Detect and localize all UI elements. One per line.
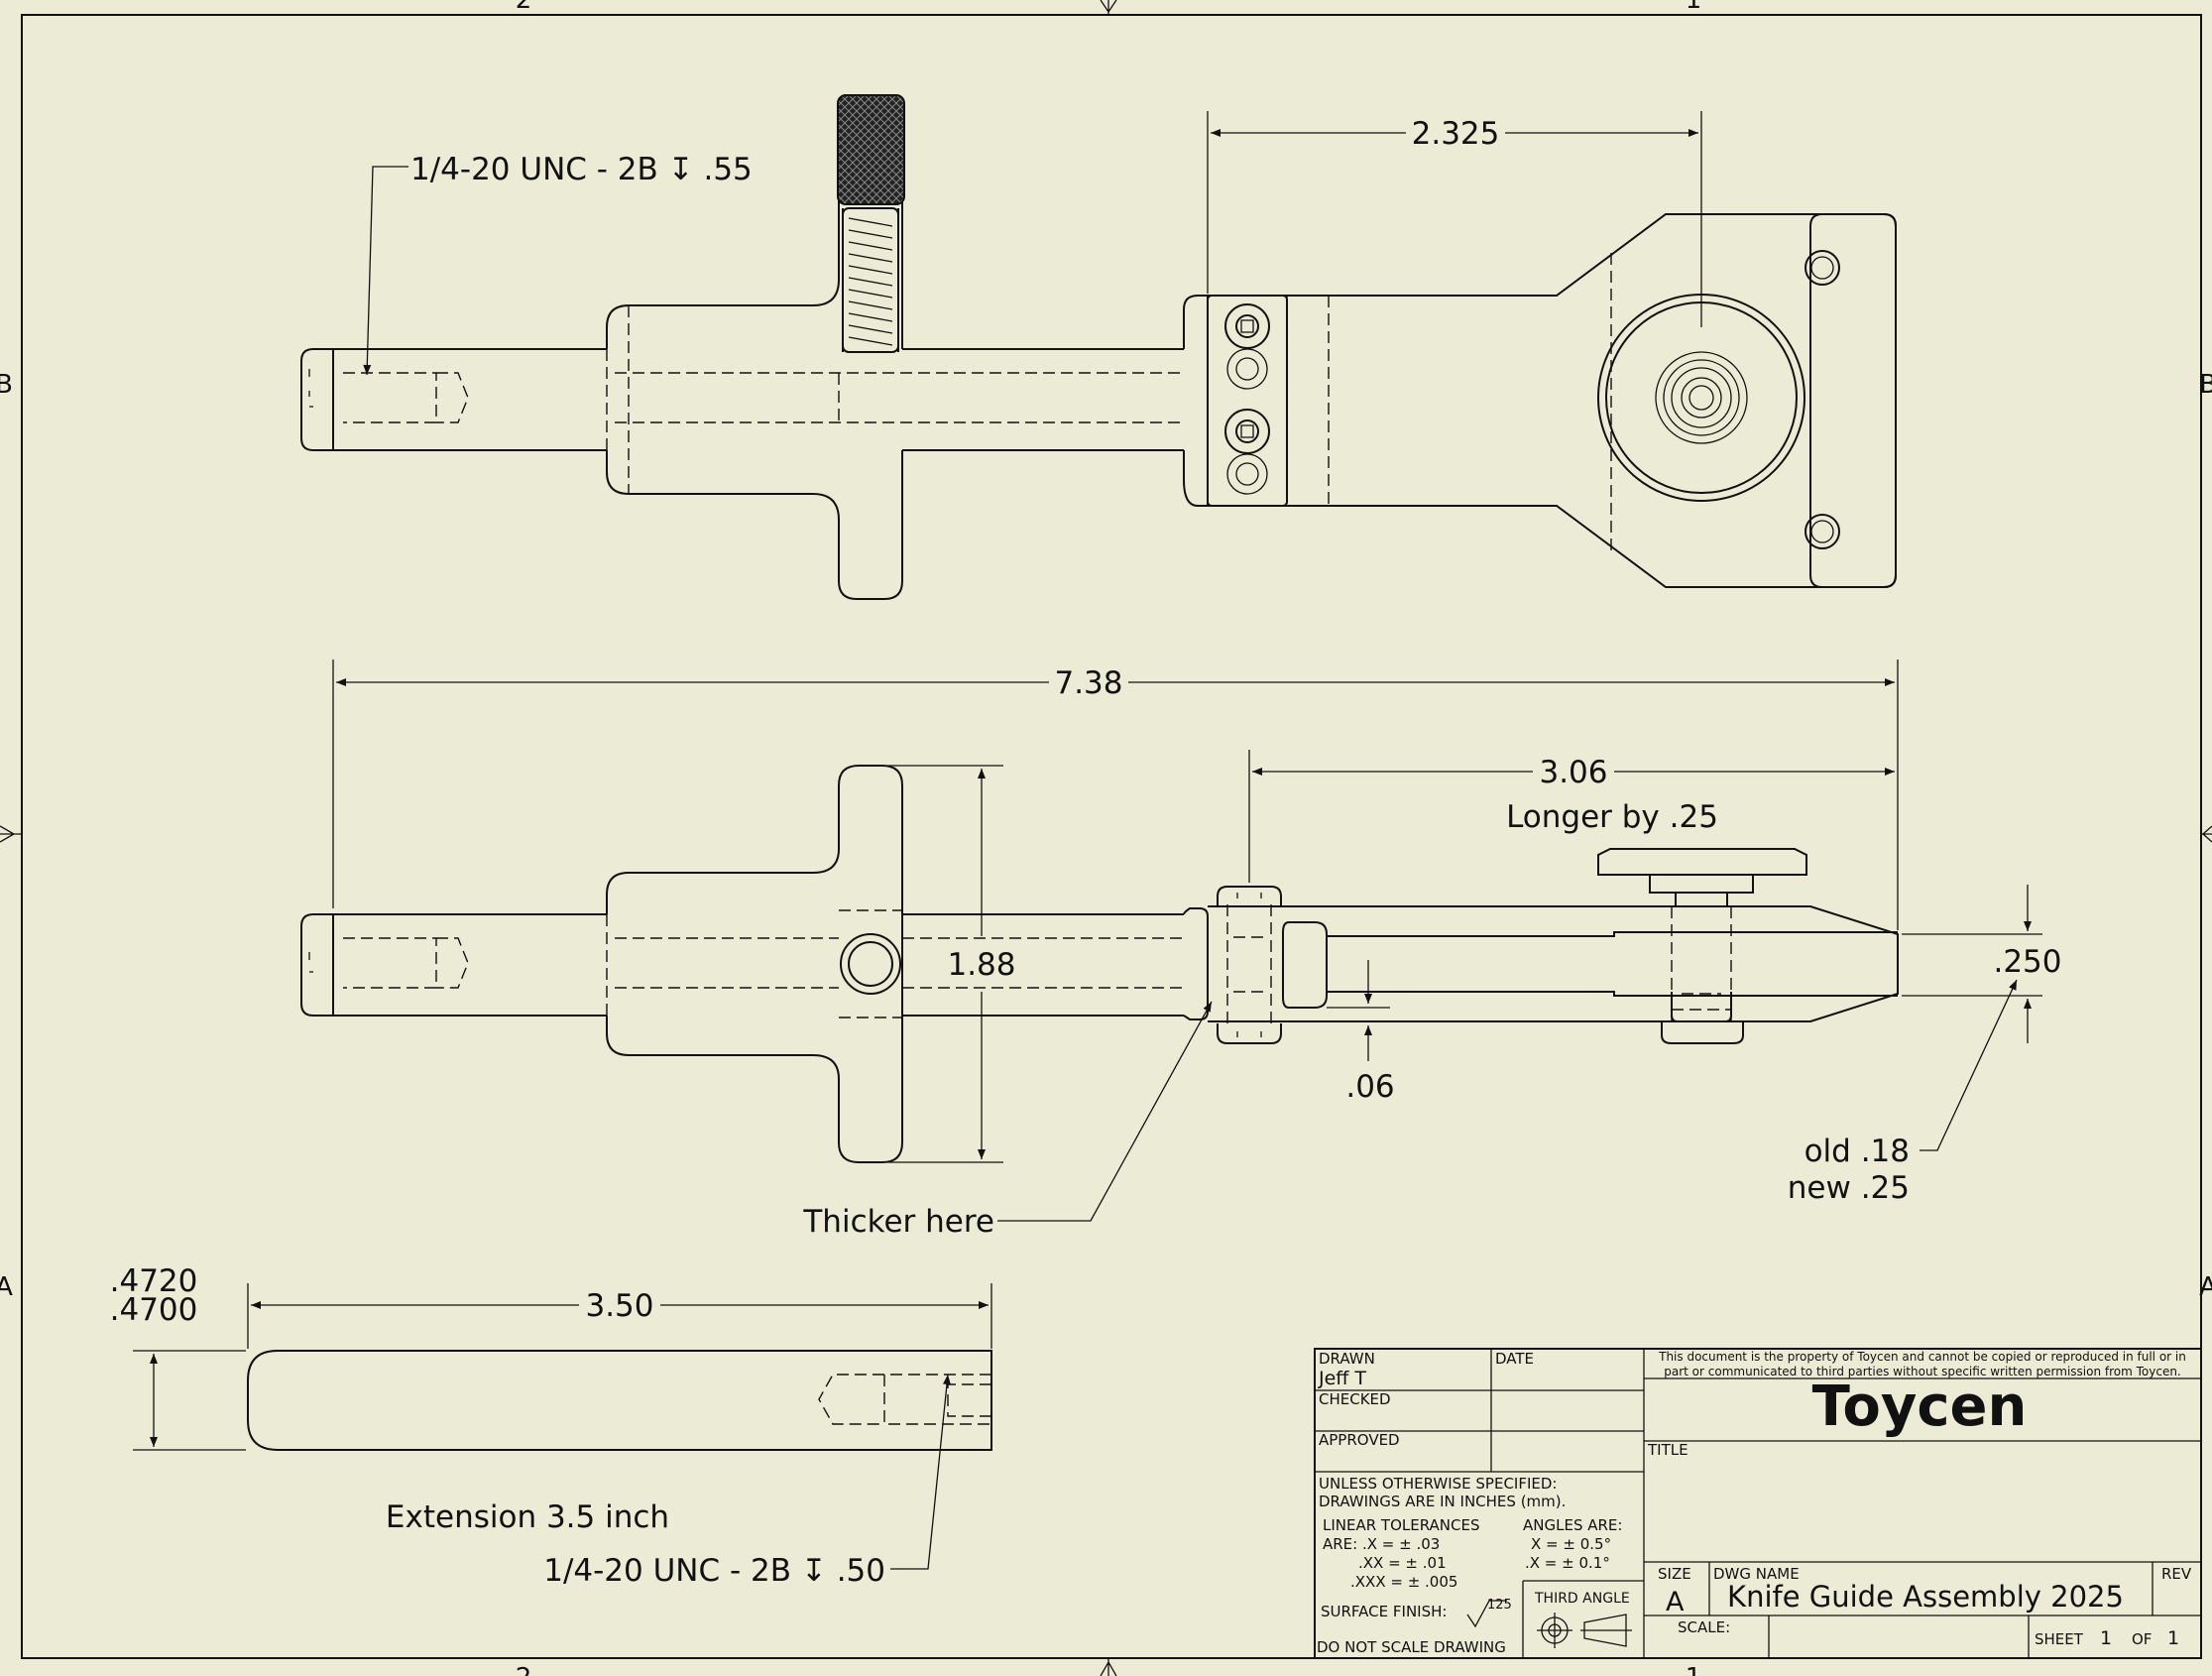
thread-note-bottom: 1/4-20 UNC - 2B ↧ .50 xyxy=(543,1374,951,1589)
dim-250-label: .250 xyxy=(1993,944,2061,980)
front-view xyxy=(300,765,1899,1163)
thread-note-bottom-label: 1/4-20 UNC - 2B ↧ .50 xyxy=(543,1553,885,1589)
zone-left-a: A xyxy=(0,1272,13,1302)
extension-label: Extension 3.5 inch xyxy=(386,1499,669,1535)
date-label: DATE xyxy=(1495,1350,1534,1368)
linear-tol-2: .XX = ± .01 xyxy=(1358,1554,1447,1572)
dim-06-label: .06 xyxy=(1345,1069,1394,1105)
angle-tol-1: X = ± 0.5° xyxy=(1531,1535,1611,1553)
old-new-note: old .18 new .25 xyxy=(1788,979,2018,1206)
sheet-label: SHEET xyxy=(2035,1630,2084,1648)
third-angle-label: THIRD ANGLE xyxy=(1534,1591,1630,1607)
dim-2325-label: 2.325 xyxy=(1412,116,1500,152)
dim-306: 3.06 Longer by .25 xyxy=(1248,750,1895,883)
no-scale-label: DO NOT SCALE DRAWING xyxy=(1317,1638,1506,1656)
zone-bottom-1: 1 xyxy=(1686,1663,1702,1676)
spec-line-1: UNLESS OTHERWISE SPECIFIED: xyxy=(1319,1475,1557,1493)
third-angle-projection-icon xyxy=(1537,1613,1632,1648)
linear-tol-3: .XXX = ± .005 xyxy=(1350,1573,1457,1591)
zone-right-a: A xyxy=(2199,1272,2212,1302)
company-name: Toycen xyxy=(1812,1375,2028,1439)
dim-diameter: .4720 .4700 xyxy=(110,1263,246,1451)
surface-finish-label: SURFACE FINISH: xyxy=(1321,1603,1447,1620)
dwg-name-label: DWG NAME xyxy=(1713,1565,1800,1583)
sheet-number: 1 xyxy=(2100,1627,2112,1649)
scale-label: SCALE: xyxy=(1678,1618,1730,1636)
thread-note-top: 1/4-20 UNC - 2B ↧ .55 xyxy=(363,152,753,376)
thicker-note-label: Thicker here xyxy=(802,1204,994,1240)
size-value: A xyxy=(1666,1587,1685,1617)
property-line-1: This document is the property of Toycen … xyxy=(1658,1350,2186,1364)
zone-top-1: 1 xyxy=(1686,0,1702,15)
new-note-label: new .25 xyxy=(1788,1170,1910,1206)
angle-tol-2: .X = ± 0.1° xyxy=(1525,1554,1610,1572)
drawn-by: Jeff T xyxy=(1318,1368,1366,1389)
linear-tol-1: ARE: .X = ± .03 xyxy=(1323,1535,1440,1553)
longer-note: Longer by .25 xyxy=(1506,799,1718,835)
knurled-knob xyxy=(837,94,905,205)
spec-line-2: DRAWINGS ARE IN INCHES (mm). xyxy=(1319,1493,1566,1510)
property-line-2: part or communicated to third parties wi… xyxy=(1664,1365,2181,1378)
sheet-border xyxy=(21,14,2202,1659)
dim-350-label: 3.50 xyxy=(585,1288,653,1324)
angle-tol-label: ANGLES ARE: xyxy=(1523,1516,1622,1534)
dwg-name: Knife Guide Assembly 2025 xyxy=(1727,1580,2124,1614)
zone-right-b: B xyxy=(2199,370,2212,400)
dim-06: .06 xyxy=(1327,960,1395,1105)
sheet-total: 1 xyxy=(2167,1627,2179,1649)
dim-2325: 2.325 xyxy=(1207,111,1702,327)
extension-view xyxy=(247,1350,992,1451)
of-label: OF xyxy=(2132,1630,2152,1648)
dim-250: .250 xyxy=(1902,885,2062,1043)
zone-top-2: 2 xyxy=(516,0,532,15)
dim-188-label: 1.88 xyxy=(947,947,1015,983)
zone-left-b: B xyxy=(0,370,13,400)
title-block: DRAWN Jeff T DATE CHECKED APPROVED UNLES… xyxy=(1314,1348,2202,1659)
dim-4720-label: .4720 xyxy=(110,1263,198,1299)
drawn-label: DRAWN xyxy=(1319,1350,1375,1368)
size-label: SIZE xyxy=(1658,1565,1691,1583)
linear-tol-label: LINEAR TOLERANCES xyxy=(1323,1516,1480,1534)
old-note-label: old .18 xyxy=(1805,1134,1910,1169)
top-view xyxy=(300,94,1897,600)
surface-finish-icon xyxy=(1466,1600,1507,1628)
dim-188: 1.88 xyxy=(887,765,1016,1163)
approved-label: APPROVED xyxy=(1319,1431,1400,1449)
dim-4700-label: .4700 xyxy=(110,1292,198,1328)
title-label: TITLE xyxy=(1647,1441,1688,1459)
surface-finish-value: 125 xyxy=(1487,1598,1512,1613)
dim-306-label: 3.06 xyxy=(1539,755,1607,790)
thread-note-top-label: 1/4-20 UNC - 2B ↧ .55 xyxy=(410,152,753,187)
checked-label: CHECKED xyxy=(1319,1390,1391,1408)
dim-738: 7.38 xyxy=(332,659,1899,930)
dim-738-label: 7.38 xyxy=(1054,665,1122,701)
dim-350: 3.50 xyxy=(247,1283,992,1349)
zone-bottom-2: 2 xyxy=(516,1663,532,1676)
thicker-note: Thicker here xyxy=(802,1001,1213,1240)
rev-label: REV xyxy=(2161,1565,2192,1583)
